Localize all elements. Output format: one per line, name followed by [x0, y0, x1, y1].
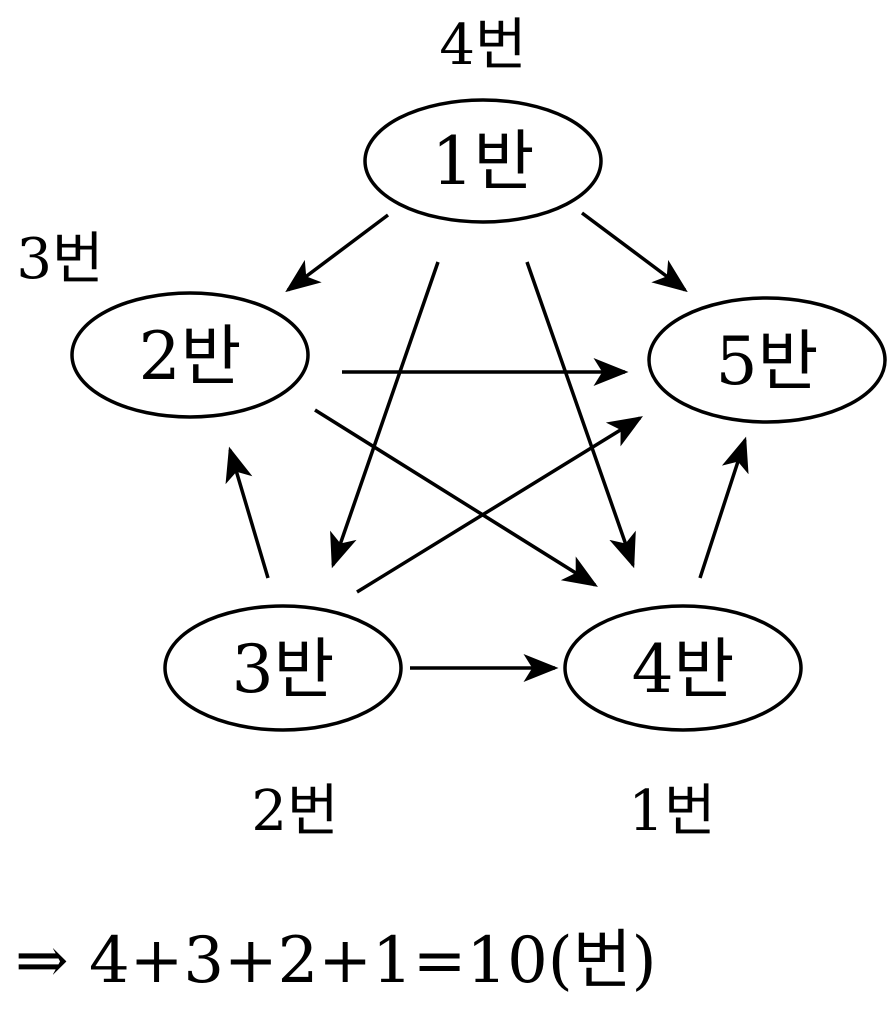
- count-label-class-1: 4번: [439, 13, 526, 78]
- arrow-edge: [698, 436, 749, 579]
- node-class-4: 4반: [563, 604, 803, 732]
- equation: ⇒ 4+3+2+1=10(번): [15, 924, 657, 998]
- node-class-1: 1반: [363, 98, 603, 224]
- node-label: 1반: [432, 123, 535, 200]
- arrow-edge: [330, 261, 440, 569]
- arrow-edge: [525, 261, 636, 569]
- node-class-3: 3반: [163, 604, 403, 732]
- node-label: 4반: [632, 631, 735, 708]
- arrow-edge: [225, 446, 270, 579]
- count-label-class-3: 2번: [251, 779, 338, 844]
- count-label-class-2: 3번: [16, 227, 103, 292]
- count-label-class-4: 1번: [628, 779, 715, 844]
- node-label: 2반: [139, 318, 242, 395]
- node-class-2: 2반: [70, 291, 310, 419]
- arrow-edge: [356, 416, 643, 594]
- arrow-edge: [314, 408, 598, 587]
- arrow-edge: [285, 213, 390, 293]
- node-label: 5반: [716, 323, 819, 400]
- node-class-5: 5반: [647, 296, 887, 424]
- node-label: 3반: [232, 631, 335, 708]
- edges: [225, 211, 749, 682]
- arrow-edge: [580, 211, 688, 293]
